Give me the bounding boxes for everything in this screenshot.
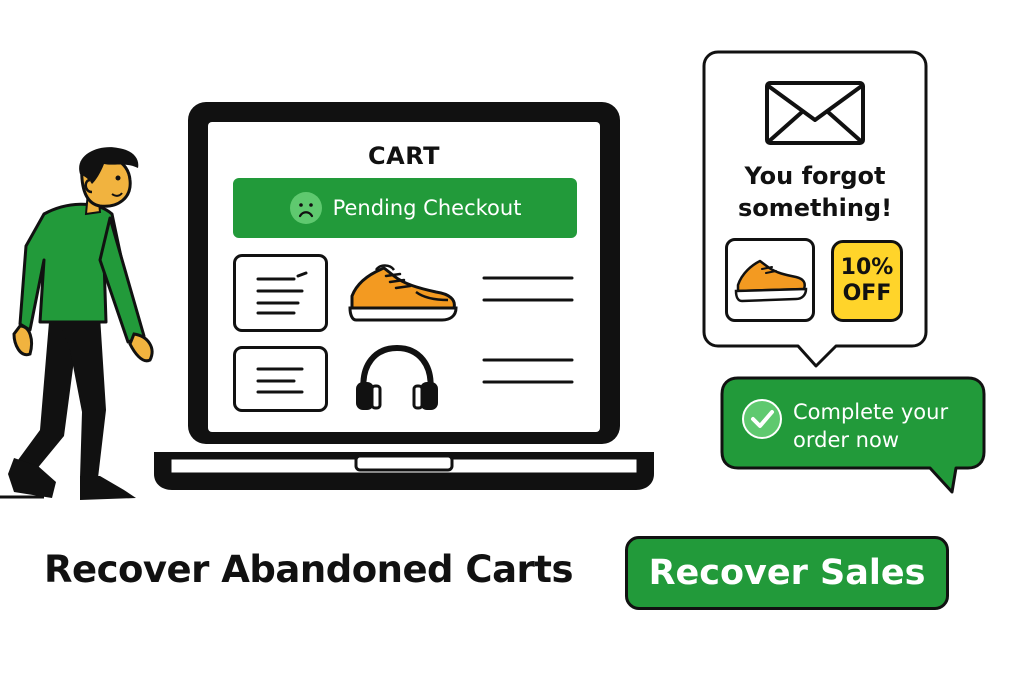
- person-hand-back: [12, 324, 34, 357]
- person-front-leg: [56, 312, 106, 478]
- complete-order-line1: Complete your: [793, 400, 949, 424]
- person-mouth: [111, 192, 123, 197]
- person-torso: [18, 202, 130, 332]
- sneaker-icon: [348, 264, 458, 322]
- person-hand-front: [128, 332, 154, 363]
- discount-off-label: OFF: [842, 281, 892, 306]
- cart-item-2-lines: [482, 358, 574, 384]
- cart-item-1-lines: [482, 276, 574, 302]
- pending-checkout-label: Pending Checkout: [332, 196, 522, 220]
- laptop-trackpad-notch: [354, 454, 454, 472]
- sad-face-icon: [289, 192, 322, 224]
- check-circle-icon: [742, 399, 782, 439]
- person-hair: [79, 147, 139, 184]
- email-message-line2: something!: [737, 194, 893, 222]
- complete-order-bubble: [720, 376, 986, 494]
- complete-order-message: Complete your order now: [793, 398, 983, 454]
- email-message-line1: You forgot: [744, 162, 886, 190]
- envelope-icon: [765, 81, 865, 145]
- person-front-shoe: [80, 476, 136, 500]
- cart-item-1-details[interactable]: [233, 254, 328, 332]
- headline: Recover Abandoned Carts: [44, 548, 574, 591]
- recover-sales-button[interactable]: Recover Sales: [625, 536, 949, 610]
- cart-item-2-details[interactable]: [233, 346, 328, 412]
- person-back-shoe: [8, 458, 56, 498]
- person-eye: [115, 175, 121, 181]
- person-back-leg: [18, 310, 78, 470]
- email-product-card[interactable]: [725, 238, 815, 322]
- discount-badge[interactable]: 10% OFF: [831, 240, 903, 322]
- person-arm: [98, 216, 146, 344]
- discount-percent: 10%: [840, 255, 894, 280]
- email-message: You forgot something!: [712, 160, 918, 224]
- person-ear: [84, 178, 93, 194]
- complete-order-line2: order now: [793, 428, 900, 452]
- walking-person-illustration: [0, 147, 154, 500]
- sneaker-icon: [734, 259, 808, 303]
- laptop-base: [154, 452, 654, 490]
- cart-title: CART: [368, 142, 440, 170]
- pending-checkout-banner: Pending Checkout: [233, 178, 577, 238]
- headphones-icon: [356, 344, 438, 410]
